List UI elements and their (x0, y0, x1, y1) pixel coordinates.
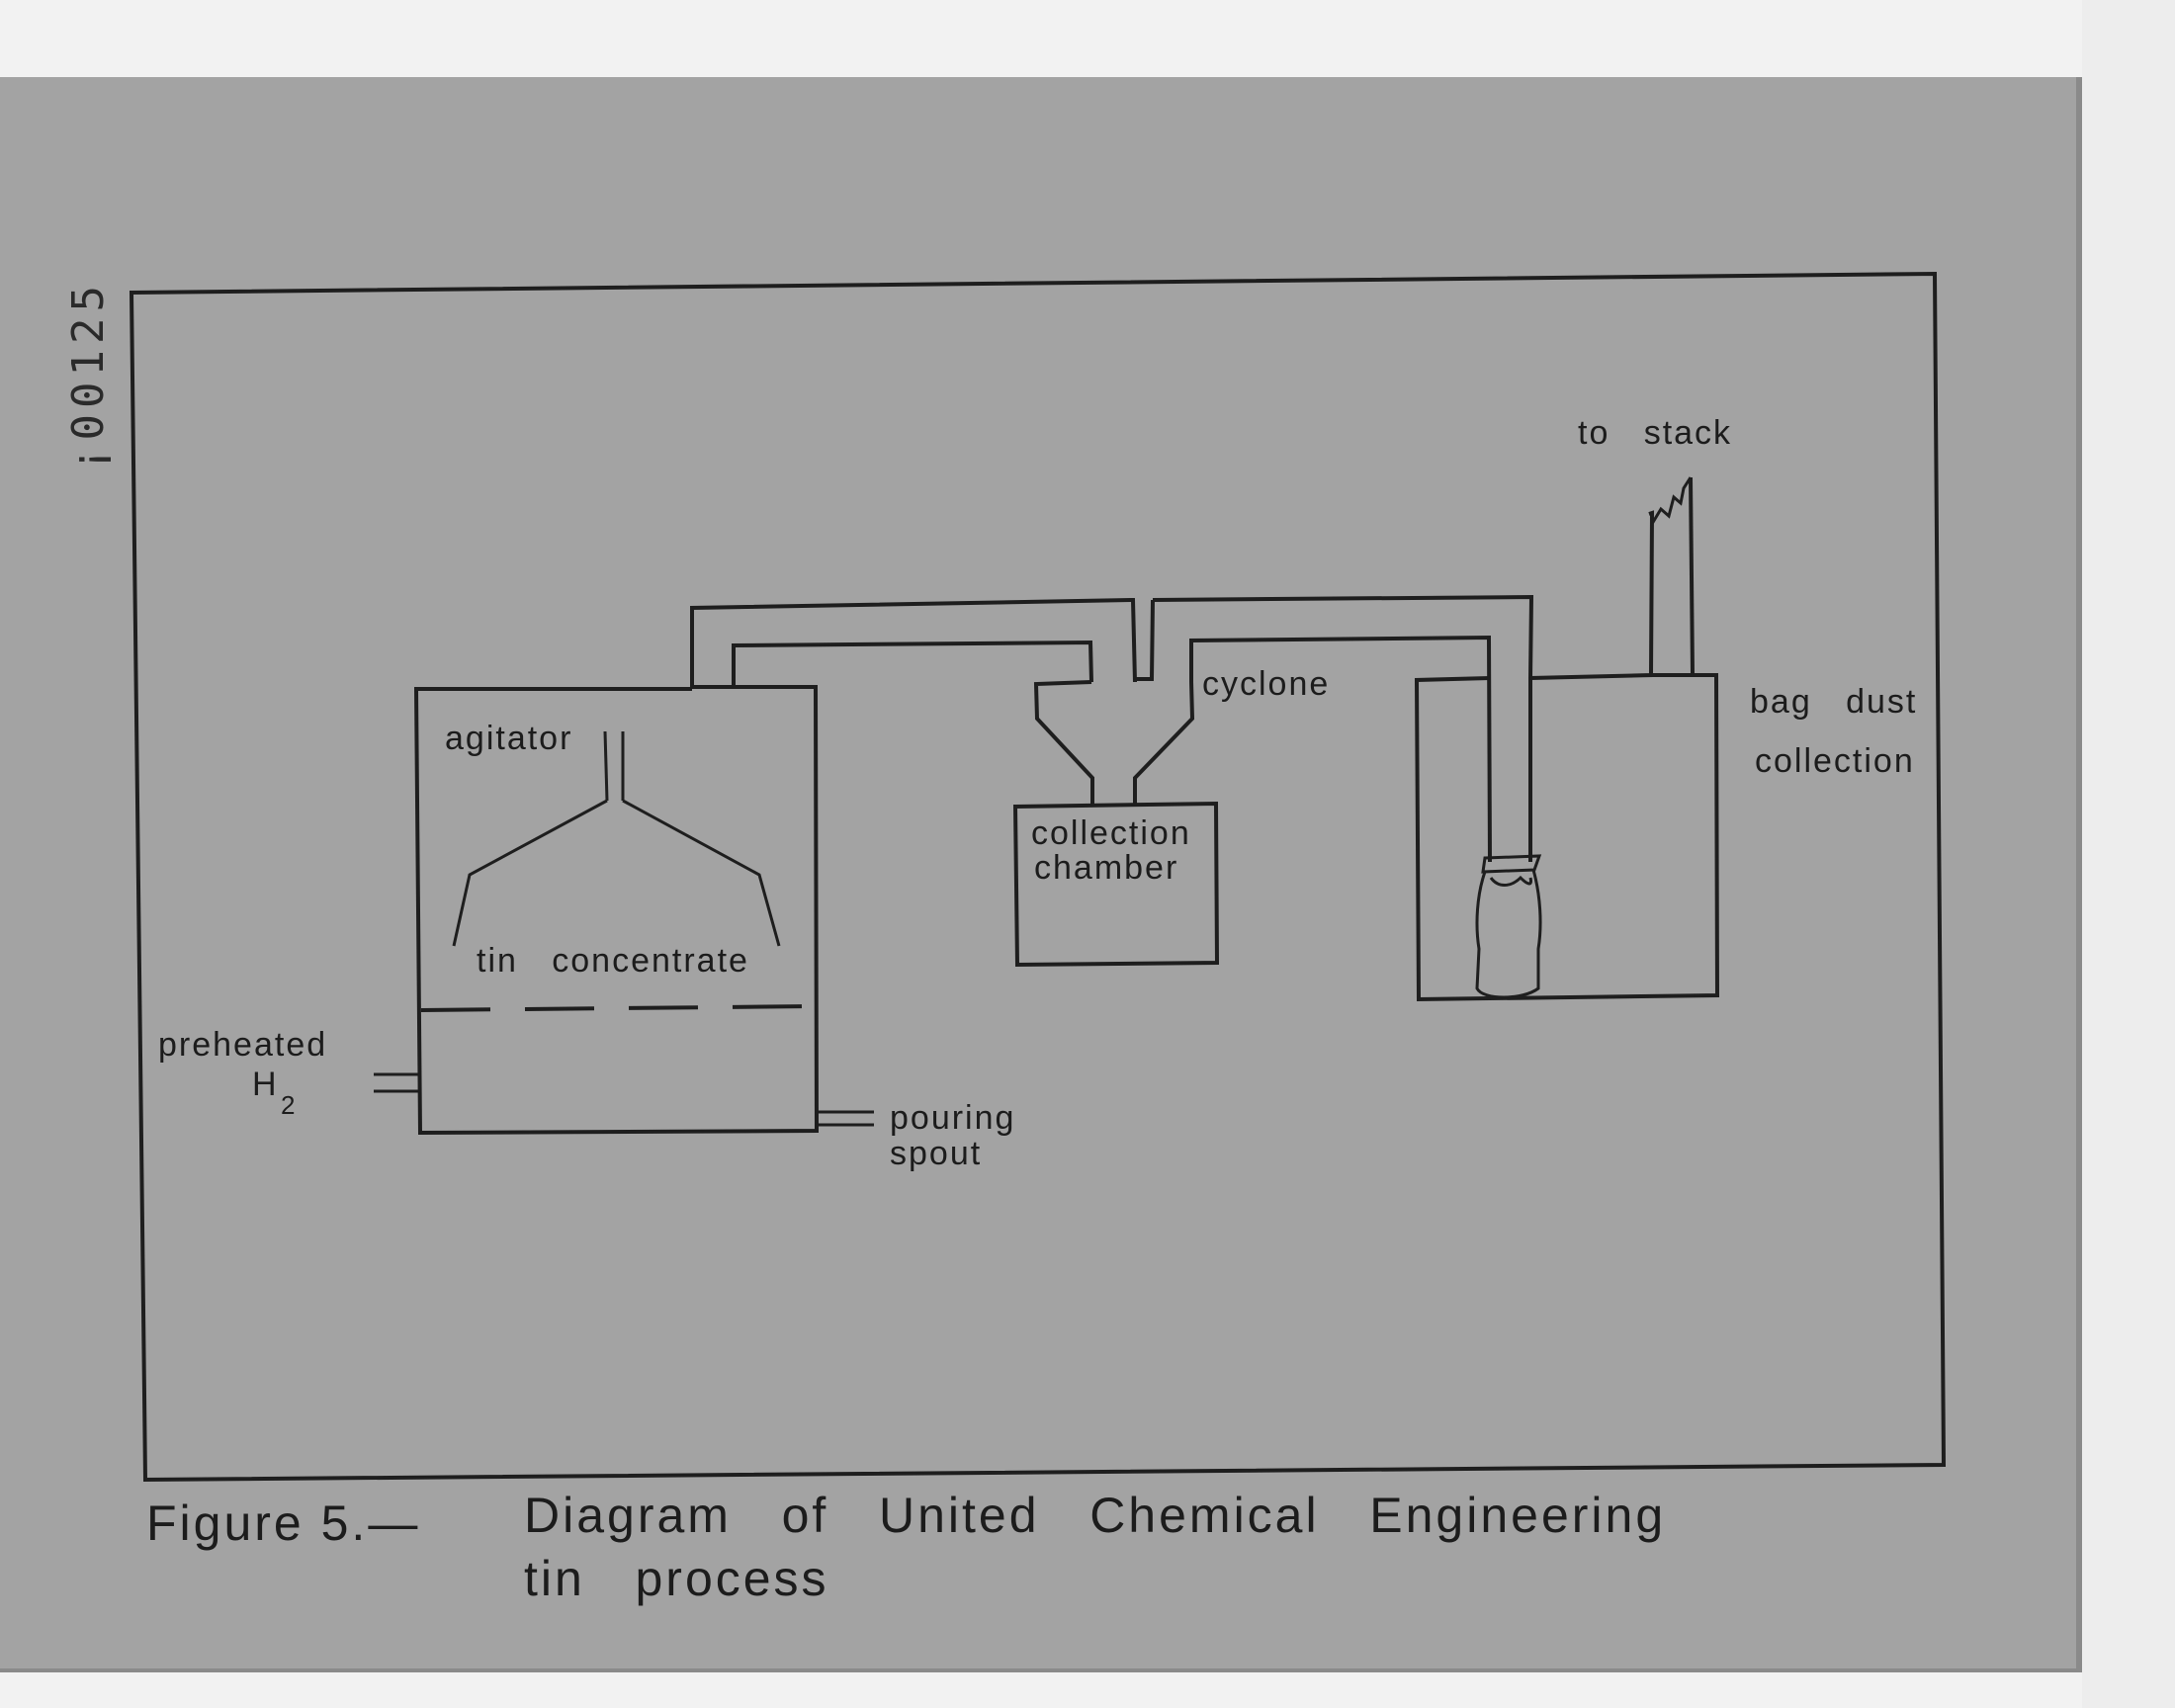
figure-frame (129, 271, 1947, 1483)
bag-dust-collector (1414, 476, 1720, 1002)
reactor-vessel (413, 685, 820, 1136)
label-tin-concentrate: tin concentrate (477, 942, 749, 980)
document-number-stamp: ¡00125 (63, 280, 114, 472)
filter-bag (1475, 854, 1542, 999)
scan-margin (2082, 0, 2175, 1708)
label-h2-subscript: 2 (281, 1090, 297, 1120)
label-pouring: pouring (890, 1099, 1015, 1137)
label-to-stack: to stack (1578, 414, 1732, 452)
label-chamber: chamber (1034, 849, 1178, 887)
caption-line-1: Diagram of United Chemical Engineering (524, 1488, 1666, 1543)
label-preheated: preheated (158, 1026, 327, 1064)
h2-inlet-pipe (374, 1072, 420, 1093)
label-h2: H (252, 1066, 279, 1103)
reactor-to-cyclone-duct (690, 597, 1137, 689)
pouring-spout (817, 1110, 874, 1127)
label-bag-dust: bag dust (1750, 683, 1917, 721)
label-bag-collection: collection (1755, 742, 1915, 780)
agitator (452, 730, 781, 947)
cyclone (1033, 594, 1534, 863)
label-spout: spout (890, 1135, 982, 1172)
caption-line-2: tin process (524, 1551, 829, 1606)
collection-chamber (1012, 801, 1220, 968)
caption-figure-number: Figure 5.— (146, 1495, 420, 1551)
label-cyclone: cyclone (1202, 665, 1330, 703)
label-collection: collection (1031, 814, 1191, 852)
scanned-page (0, 77, 2082, 1672)
label-agitator: agitator (445, 720, 572, 757)
